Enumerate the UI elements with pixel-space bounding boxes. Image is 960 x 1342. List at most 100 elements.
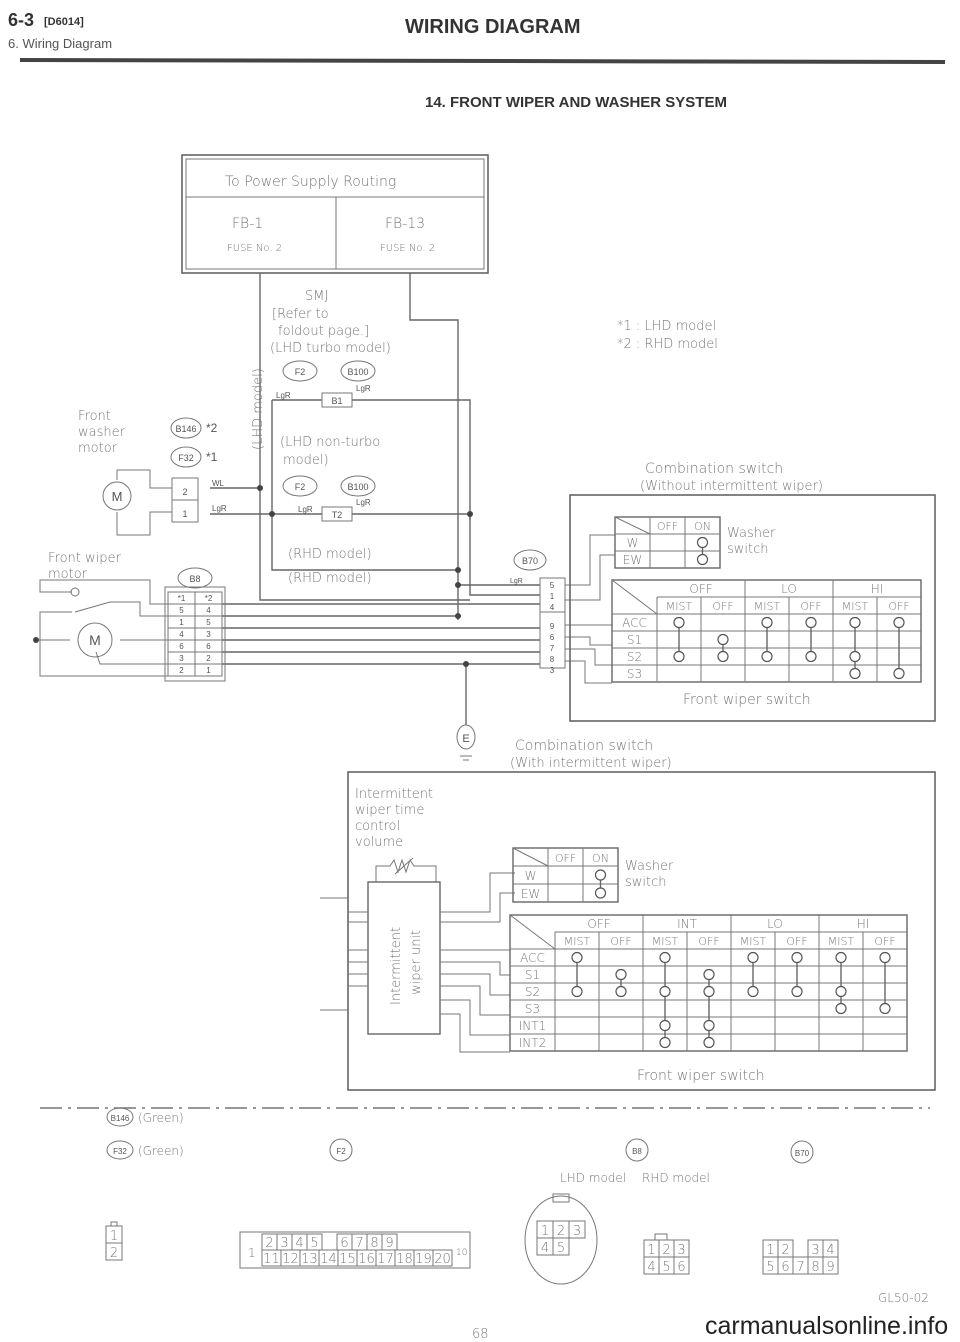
- connector-pin: 4: [206, 606, 211, 615]
- connector-b8: B8: [177, 567, 213, 589]
- svg-text:E: E: [462, 733, 469, 745]
- connector-f32: F32: [170, 446, 202, 468]
- f32-color: (Green): [138, 1144, 184, 1158]
- svg-text:B70: B70: [795, 1149, 810, 1158]
- connector-pin: 1: [179, 618, 184, 627]
- pin-number: 6: [340, 1236, 348, 1251]
- connector-b1: B1: [321, 392, 353, 408]
- doc-code: [D6014]: [44, 16, 84, 28]
- unit-label-2: wiper unit: [409, 930, 424, 995]
- connector-b146-view: B146: [106, 1107, 134, 1127]
- pin-number: 7: [796, 1260, 804, 1275]
- f2-pin-right: 10: [456, 1248, 467, 1258]
- connector-pin: 1: [206, 666, 211, 675]
- switch-table-frame: [512, 847, 619, 903]
- pin-number: 2: [781, 1243, 789, 1258]
- pin-cell: [552, 1237, 570, 1256]
- connector-pin: 6: [206, 642, 211, 651]
- connector-pin: *2: [205, 594, 213, 603]
- table-corner-diagonal: [614, 516, 651, 535]
- svg-text:B1: B1: [331, 396, 342, 406]
- connector-pin: 8: [550, 655, 555, 664]
- continuity-dot: [659, 1036, 671, 1049]
- washer-switch-label-2: switch: [625, 875, 667, 890]
- pin-number: 4: [541, 1241, 549, 1256]
- pin-number: 2: [557, 1224, 565, 1239]
- pin-number: 15: [339, 1252, 356, 1267]
- continuity-dot: [571, 951, 583, 964]
- pin-number: 13: [301, 1252, 318, 1267]
- section-title: 14. FRONT WIPER AND WASHER SYSTEM: [425, 94, 727, 111]
- fb1-label: FB-1: [232, 216, 263, 232]
- wire-code-lgr: LgR: [298, 505, 313, 514]
- continuity-dot: [659, 985, 671, 998]
- watermark: carmanualsonline.info: [705, 1312, 948, 1340]
- washer-pin: 2: [182, 487, 187, 497]
- lhd-turbo-label: (LHD turbo model): [270, 341, 391, 356]
- continuity-dot: [703, 968, 715, 981]
- connector-b8-view: B8: [625, 1138, 649, 1162]
- continuity-dot: [747, 951, 759, 964]
- connector-pin: 7: [550, 644, 555, 653]
- washer-motor-label-2: washer: [78, 425, 126, 440]
- page-title: WIRING DIAGRAM: [405, 16, 581, 38]
- state-column-header: MIST: [564, 935, 591, 948]
- connector-pin: *1: [178, 594, 186, 603]
- intermittent-wiper-unit: [367, 881, 441, 1035]
- continuity-dot: [747, 985, 759, 998]
- state-column-header: OFF: [712, 600, 733, 613]
- rhd-model-label-1: (RHD model): [288, 547, 372, 562]
- table-corner-diagonal: [611, 579, 658, 615]
- wire-code-wl: WL: [212, 479, 225, 488]
- terminal-label: ACC: [622, 616, 647, 630]
- pin-number: 12: [282, 1252, 299, 1267]
- state-group-header: LO: [781, 582, 797, 596]
- state-column-header: OFF: [800, 600, 821, 613]
- pin-number: 11: [263, 1252, 280, 1267]
- pin-cell: [432, 1249, 453, 1267]
- pin-number: 1: [110, 1229, 118, 1244]
- continuity-dot: [835, 1002, 847, 1015]
- terminal-label: W: [525, 869, 537, 883]
- connector-t2: T2: [321, 506, 353, 522]
- table-corner-diagonal: [509, 914, 556, 950]
- volume-label-2: wiper time: [355, 803, 424, 818]
- wiper-motor-label-2: motor: [48, 567, 88, 582]
- pin-number: 6: [677, 1260, 685, 1275]
- connector-pin: 3: [206, 630, 211, 639]
- svg-text:F32: F32: [178, 453, 194, 463]
- lhd-model-vertical-label: (LHD model): [251, 368, 266, 450]
- state-column-header: OFF: [657, 520, 678, 533]
- fb13-fuse: FUSE No. 2: [380, 243, 435, 254]
- terminal-label: S3: [627, 667, 642, 681]
- continuity-dot: [615, 968, 627, 981]
- terminal-label: EW: [623, 553, 642, 567]
- ground-e-icon: E: [456, 724, 476, 761]
- state-column-header: ON: [592, 852, 609, 865]
- continuity-dot: [849, 616, 861, 629]
- unit-wires: [320, 872, 515, 1053]
- connector-b70: B70: [513, 549, 547, 571]
- pin-number: 5: [766, 1260, 774, 1275]
- svg-text:F2: F2: [295, 367, 306, 377]
- lhd-non-turbo-label-2: model): [283, 453, 329, 468]
- continuity-dot: [594, 869, 607, 881]
- pin-number: 4: [647, 1260, 655, 1275]
- table-corner-diagonal: [512, 847, 549, 867]
- continuity-dot: [615, 985, 627, 998]
- pin-number: 3: [811, 1243, 819, 1258]
- wiper-motor-label-1: Front wiper: [48, 551, 122, 566]
- wire-code-lgr: LgR: [356, 498, 371, 507]
- combination-switch-without-subtitle: (Without intermittent wiper): [640, 479, 823, 494]
- svg-text:F2: F2: [295, 482, 306, 492]
- volume-label-1: Intermittent: [355, 787, 433, 802]
- state-column-header: OFF: [888, 600, 909, 613]
- svg-text:B146: B146: [111, 1114, 130, 1123]
- mark-1: *1: [206, 450, 218, 464]
- pin-number: 4: [295, 1236, 303, 1251]
- rhd-model-label-2: (RHD model): [288, 571, 372, 586]
- smj-note-1: [Refer to: [272, 307, 329, 322]
